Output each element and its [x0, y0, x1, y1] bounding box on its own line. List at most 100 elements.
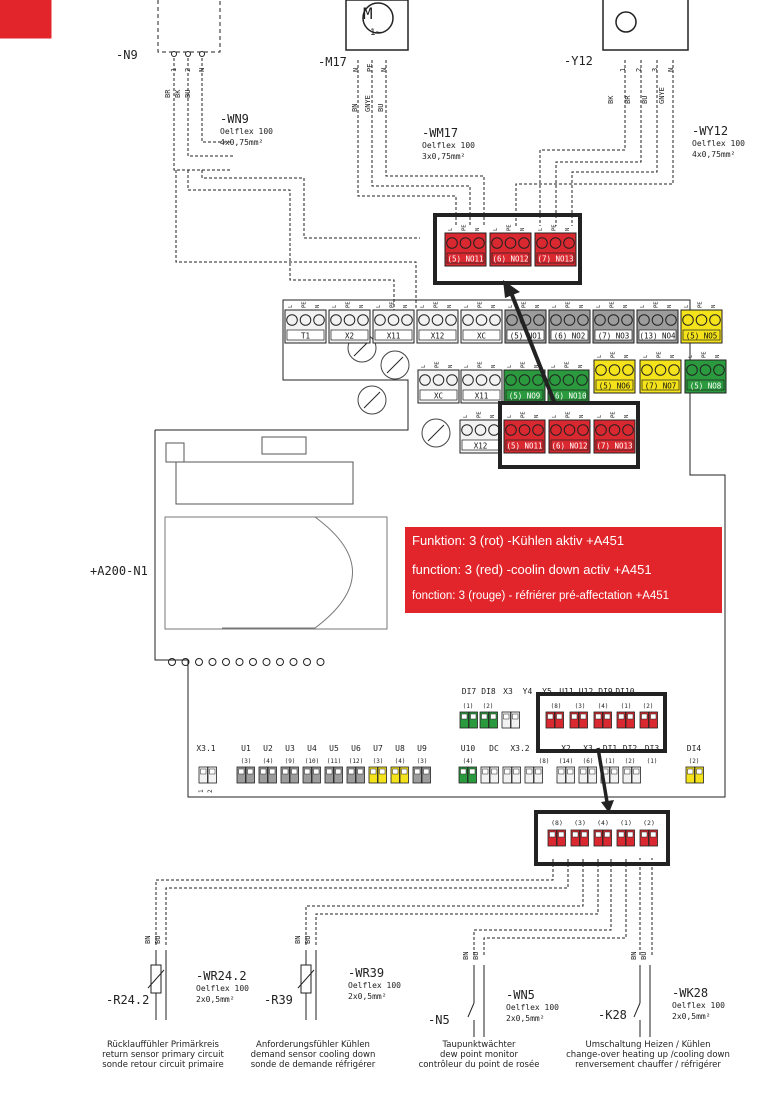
- board-hole: [195, 658, 203, 666]
- cable-type: Oelflex 100: [506, 1003, 559, 1012]
- pin-label: PE: [702, 351, 708, 358]
- terminal-screw: [418, 314, 430, 326]
- pin-label: N: [359, 305, 365, 308]
- device-m17-box: [345, 0, 409, 51]
- terminal-label-plate: [418, 329, 457, 341]
- caption-line: Rücklauffühler Primärkreis: [107, 1040, 219, 1050]
- connector-label-lower: U6: [351, 744, 361, 753]
- caption-line: return sensor primary circuit: [102, 1050, 224, 1060]
- wire-colour-n5: BN: [462, 952, 470, 960]
- pin-label: L: [421, 364, 427, 368]
- connector-bottom-zoom: [579, 829, 589, 847]
- connector-label-lower: DI1: [603, 744, 618, 753]
- connector-upper: [479, 711, 489, 729]
- terminal-screw: [506, 314, 518, 326]
- connector-slot: [504, 768, 511, 775]
- pin-label: PE: [552, 224, 558, 231]
- wire-n9-board: [187, 170, 395, 310]
- pin-label: PE: [611, 411, 617, 418]
- board-hole: [181, 658, 190, 666]
- device-m17: -M17: [318, 55, 347, 69]
- pin-label: N: [578, 365, 584, 368]
- pin-label: PE: [477, 411, 483, 418]
- connector-num-lower: (12): [349, 758, 363, 765]
- pin-label: N: [491, 365, 497, 368]
- connector-num-lower: (4): [463, 758, 474, 765]
- connector-upper-red: [593, 711, 603, 729]
- pin-label: L: [376, 304, 382, 308]
- pin-label: N: [534, 365, 540, 368]
- connector-label-lower: X2: [561, 744, 571, 753]
- connector-lower: [355, 766, 365, 784]
- connector-slot: [624, 768, 631, 775]
- cable-type: Oelflex 100: [220, 127, 273, 136]
- pin-label: L: [493, 227, 499, 231]
- board-connector: [261, 436, 307, 455]
- terminal-label-plate: [419, 389, 458, 401]
- pin-label: L: [448, 227, 454, 231]
- connector-bottom-zoom: [593, 829, 603, 847]
- connector-bottom-zoom: [639, 829, 649, 847]
- connector-lower: [207, 766, 217, 784]
- connector-lower: [565, 766, 575, 784]
- cable-type: Oelflex 100: [348, 981, 401, 990]
- connector-slot: [547, 713, 554, 720]
- connector-label-lower: U8: [395, 744, 405, 753]
- connector-slot: [512, 713, 519, 720]
- connector-slot: [370, 768, 377, 775]
- function-notice: Funktion: 3 (rot) -Kühlen aktiv +A451 fu…: [405, 527, 722, 613]
- pin-label: L: [507, 414, 513, 418]
- cable-name: -WM17: [422, 126, 459, 140]
- terminal-screw: [446, 237, 458, 249]
- pin-label: L: [288, 304, 294, 308]
- cable-section: 2x0,5mm²: [348, 992, 387, 1001]
- pin-label: N: [579, 415, 585, 418]
- connector-lower: [609, 766, 619, 784]
- connector-bottom-zoom: [570, 829, 580, 847]
- connector-lower: [524, 766, 534, 784]
- connector-slot: [379, 768, 386, 775]
- connector-slot: [558, 831, 565, 838]
- pin-label: L: [538, 227, 544, 231]
- terminal-label: (5) NO1: [510, 332, 542, 341]
- connector-label-upper: Y5: [542, 687, 552, 696]
- board-dome: [222, 516, 353, 629]
- connector-lower: [377, 766, 387, 784]
- pin-label: N: [623, 305, 629, 308]
- pin-n9: [199, 51, 205, 57]
- motor-symbol: M: [363, 4, 373, 23]
- connector-slot: [571, 713, 578, 720]
- wire-r24: [155, 858, 554, 945]
- connector-lower: [511, 766, 521, 784]
- potentiometer-icon: [380, 350, 410, 380]
- terminal-label: X11: [475, 392, 489, 401]
- highlight-frame-bottom: [534, 810, 670, 866]
- pin-label: N: [670, 355, 676, 358]
- board-hole: [303, 658, 311, 666]
- caption-line: dew point monitor: [440, 1050, 518, 1060]
- pin-n9: [185, 51, 191, 57]
- connector-lower: [502, 766, 512, 784]
- connector-lower: [280, 766, 290, 784]
- connector-bottom-zoom: [625, 829, 635, 847]
- terminal-screw: [621, 314, 633, 326]
- wire-m17: [385, 60, 485, 226]
- device-n5: -N5: [428, 1013, 450, 1027]
- connector-num-lower: (9): [285, 758, 296, 765]
- connector-slot: [650, 713, 657, 720]
- connector-slot: [627, 713, 634, 720]
- pin-label: L: [688, 354, 694, 358]
- wire-colour-k28: BU: [640, 952, 648, 960]
- caption-line: sonde de demande réfrigérer: [250, 1060, 376, 1070]
- terminal-screw: [595, 424, 607, 436]
